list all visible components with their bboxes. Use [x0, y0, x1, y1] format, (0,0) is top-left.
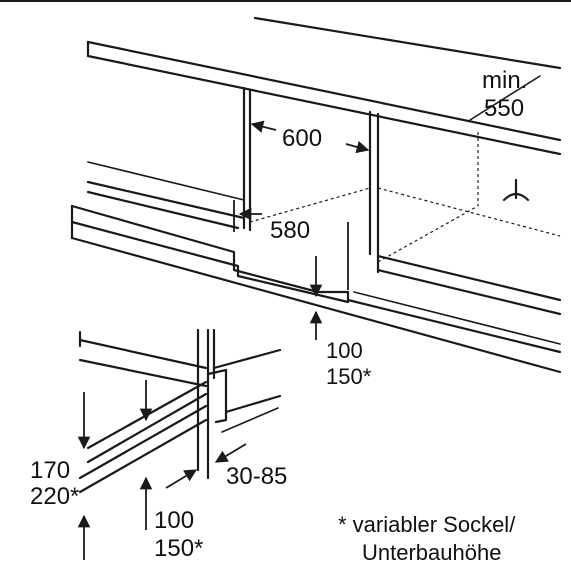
- top-border: [0, 0, 571, 2]
- right-unit-base: [376, 254, 562, 316]
- plinth-main-label-b: 150*: [326, 364, 372, 389]
- dim-580: [233, 200, 349, 290]
- footnote-line-1: * variabler Sockel/: [338, 512, 516, 537]
- depth-label: 580: [270, 217, 310, 244]
- dim-detail-height: [77, 380, 153, 560]
- footnote-line-2: Unterbauhöhe: [362, 540, 502, 565]
- height-label-a: 170: [30, 457, 70, 484]
- dim-detail-gap: [165, 443, 247, 489]
- worktop: [86, 16, 562, 156]
- width-label: 600: [282, 125, 322, 152]
- gap-label: 30-85: [226, 463, 287, 490]
- plinth-main-label-a: 100: [326, 338, 363, 363]
- cavity-dashes: [249, 132, 561, 263]
- left-rails: [86, 161, 246, 230]
- height-label-b: 220*: [30, 483, 79, 510]
- cabinet-sides: [242, 86, 380, 274]
- min-label: min.: [482, 67, 527, 94]
- detail-side-view: [78, 328, 282, 494]
- plinth-detail-label-a: 100: [154, 507, 194, 534]
- min-value: 550: [484, 95, 524, 122]
- plinth-detail-label-b: 150*: [154, 535, 203, 562]
- hinge-symbol-icon: [502, 178, 530, 202]
- dim-600: [250, 120, 370, 154]
